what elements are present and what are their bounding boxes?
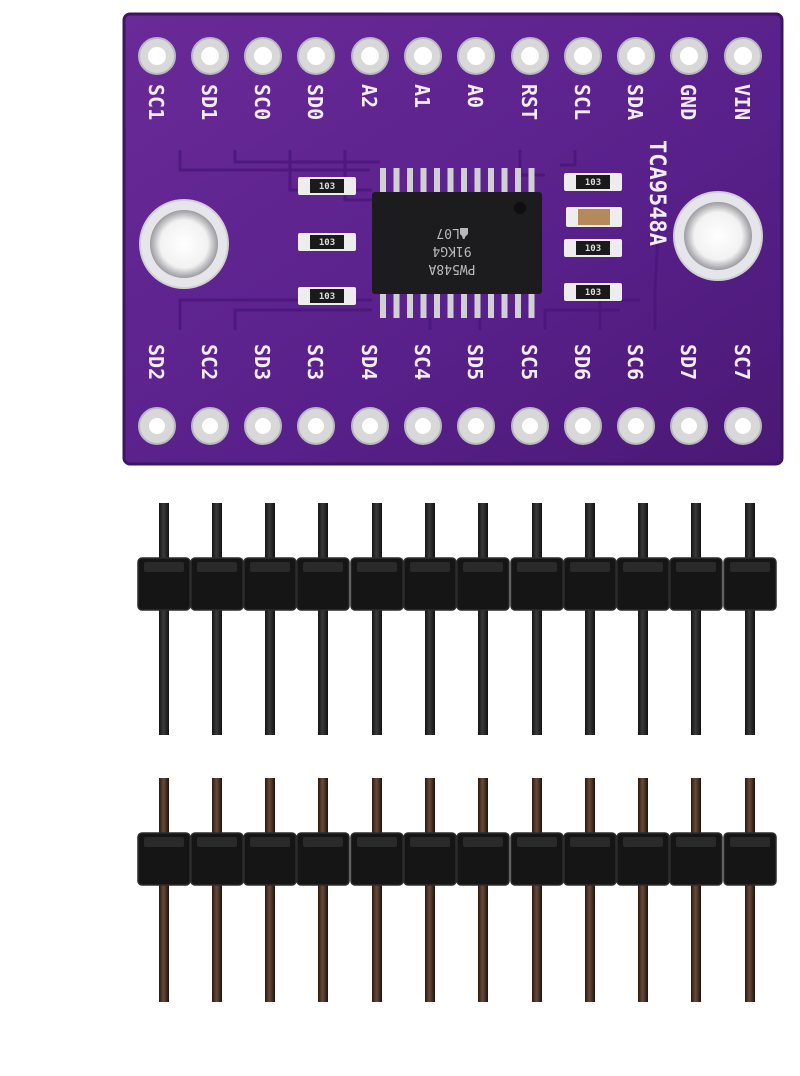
pin-label-sd0: SD0 (303, 84, 327, 120)
header-pin (638, 778, 648, 1002)
header-pin (478, 778, 488, 1002)
tca9548a-ic: PW548A 91KG4 AL07 (372, 168, 542, 318)
header-pin (159, 778, 169, 1002)
resistor-group-left: 103 103 103 (298, 177, 356, 305)
pin-label-sc4: SC4 (410, 344, 434, 380)
pin-label-sc1: SC1 (144, 84, 168, 120)
header-pin (478, 503, 488, 735)
header-pin (318, 778, 328, 1002)
resistor-code: 103 (585, 178, 601, 188)
resistor-code: 103 (319, 238, 335, 248)
header-pin (159, 503, 169, 735)
header-pin (691, 503, 701, 735)
header-pin (745, 778, 755, 1002)
header-pin (372, 778, 382, 1002)
header-pin (532, 778, 542, 1002)
pin-label-scl: SCL (570, 84, 594, 120)
header-pin (585, 503, 595, 735)
pin-label-gnd: GND (676, 84, 700, 120)
resistor-code: 103 (585, 244, 601, 254)
pin-label-sd7: SD7 (676, 344, 700, 380)
ic-marking-3: AL07 (436, 225, 467, 240)
pin-label-sc5: SC5 (517, 344, 541, 380)
pin-label-sc7: SC7 (730, 344, 754, 380)
header-pin (212, 778, 222, 1002)
header-pin (372, 503, 382, 735)
header-pin (425, 503, 435, 735)
header-pin (745, 503, 755, 735)
pin-label-vin: VIN (730, 84, 754, 120)
pin-label-a0: A0 (463, 84, 487, 108)
pin-label-sd5: SD5 (463, 344, 487, 380)
header-pin (532, 503, 542, 735)
header-pin (212, 503, 222, 735)
pin-label-sc2: SC2 (197, 344, 221, 380)
bottom-pin-row: SD2 SC2 SD3 SC3 SD4 SC4 SD5 SC5 SD6 SC6 SD7 SC7 (138, 344, 762, 445)
pin-label-sc6: SC6 (623, 344, 647, 380)
top-pin-row: SC1 SD1 SC0 SD0 A2 A1 A0 RST SCL SDA GND VIN (138, 37, 762, 120)
resistor-code: 103 (319, 292, 335, 302)
chip-label: TCA9548A (644, 140, 669, 246)
breakout-board: SC1 SD1 SC0 SD0 A2 A1 A0 RST SCL SDA GND VIN SD2 SC2… (122, 12, 784, 466)
ic-marking-1: PW548A (428, 261, 475, 276)
ti-logo-icon (460, 228, 468, 238)
resistor-group-right: 103 103 103 (564, 173, 622, 301)
capacitor (566, 207, 622, 227)
header-pin (265, 503, 275, 735)
pin-label-sd1: SD1 (197, 84, 221, 120)
header-pin (318, 503, 328, 735)
pin-label-a2: A2 (357, 84, 381, 108)
header-pin (265, 778, 275, 1002)
header-pin (585, 778, 595, 1002)
pin-label-sd3: SD3 (250, 344, 274, 380)
resistor-code: 103 (585, 288, 601, 298)
pin-label-sc0: SC0 (250, 84, 274, 120)
pin-label-sd6: SD6 (570, 344, 594, 380)
pin-header-2 (137, 778, 777, 1002)
header-pin (691, 778, 701, 1002)
pin-label-sc3: SC3 (303, 344, 327, 380)
pin-header-1 (137, 503, 777, 735)
pin-label-rst: RST (517, 84, 541, 120)
resistor-code: 103 (319, 182, 335, 192)
pin-label-sda: SDA (623, 84, 647, 120)
pin-label-a1: A1 (410, 84, 434, 108)
header-pin (638, 503, 648, 735)
pin-label-sd4: SD4 (357, 344, 381, 380)
ic-marking-2: 91KG4 (432, 243, 471, 258)
header-pin (425, 778, 435, 1002)
pin-label-sd2: SD2 (144, 344, 168, 380)
